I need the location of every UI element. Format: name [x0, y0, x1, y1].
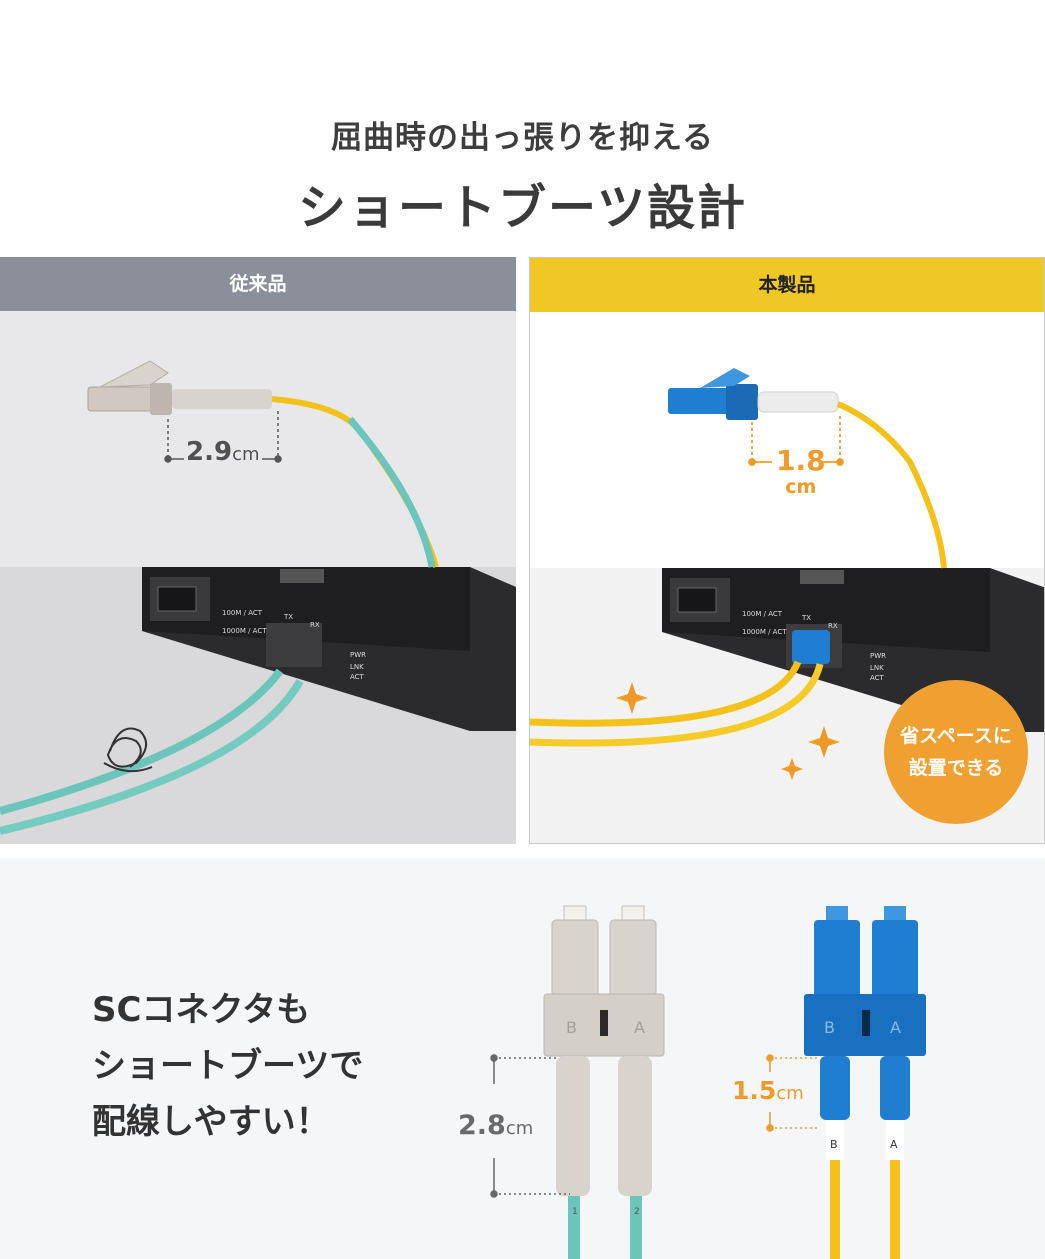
measure-sc-grey-value: 2.8	[458, 1110, 506, 1141]
panel-label-this-product: 本製品	[530, 258, 1044, 312]
sc-connector-grey	[543, 905, 665, 1259]
measure-sc-blue-unit: cm	[776, 1083, 804, 1104]
port-label-tx: TX	[283, 613, 293, 621]
port-label-rx: RX	[310, 621, 320, 629]
sc-connector-section: B A 1 2 B A B A	[0, 858, 1045, 1259]
blue-letter-a: A	[890, 1018, 901, 1037]
header: 屈曲時の出っ張りを抑える ショートブーツ設計	[0, 0, 1045, 256]
measure-conventional: 2.9cm	[186, 437, 260, 467]
port-label-100m: 100M / ACT	[222, 609, 263, 617]
tangle-icon	[103, 727, 153, 773]
status-label-lnk: LNK	[870, 664, 884, 672]
grey-letter-b: B	[566, 1018, 577, 1037]
yellow-cable-upper	[836, 401, 947, 569]
space-saving-badge: 省スペースに 設置できる	[884, 680, 1028, 824]
sc-description-line-2: ショートブーツで	[92, 1046, 364, 1086]
status-label-pwr: PWR	[350, 651, 366, 659]
measure-guides-grey	[490, 1054, 570, 1198]
sc-description-line-1: SCコネクタも	[92, 990, 311, 1030]
measure-sc-grey: 2.8cm	[458, 1110, 533, 1141]
measure-guides-right	[748, 416, 844, 466]
grey-letter-a: A	[634, 1018, 645, 1037]
measure-conventional-value: 2.9	[186, 437, 233, 467]
lc-connector-blue-plugged	[792, 630, 830, 664]
panel-label-conventional: 従来品	[0, 257, 516, 311]
port-label-1000m: 1000M / ACT	[742, 628, 787, 636]
measure-guides-orange	[766, 1054, 820, 1132]
measure-sc-grey-unit: cm	[505, 1118, 534, 1139]
measure-sc-blue-value: 1.5	[732, 1076, 777, 1105]
port-label-rx: RX	[828, 622, 838, 630]
yellow-cable-lower-a	[530, 660, 802, 727]
badge-line-2: 設置できる	[908, 757, 1004, 779]
sc-connector-illustration: B A 1 2 B A B A	[490, 905, 926, 1259]
page-subtitle: 屈曲時の出っ張りを抑える	[330, 120, 715, 156]
status-label-act: ACT	[350, 673, 365, 681]
sparkle-icons	[616, 682, 840, 780]
status-label-pwr: PWR	[870, 652, 886, 660]
status-label-lnk: LNK	[350, 663, 364, 671]
blue-letter-b: B	[824, 1018, 835, 1037]
page-title: ショートブーツ設計	[297, 180, 748, 236]
status-label-act: ACT	[870, 674, 885, 682]
panel-conventional: 従来品 100M / ACT 1000M / ACT TX RX PWR LNK…	[0, 257, 516, 844]
yellow-cable-lower-b	[530, 663, 824, 747]
badge-line-1: 省スペースに	[900, 725, 1012, 747]
port-label-100m: 100M / ACT	[742, 610, 783, 618]
conventional-illustration: 100M / ACT 1000M / ACT TX RX PWR LNK ACT	[0, 360, 516, 844]
blue-boot-label-a: A	[890, 1138, 898, 1151]
lc-connector-blue	[668, 368, 839, 420]
measure-this-product-unit: cm	[785, 476, 817, 498]
blue-boot-label-b: B	[830, 1138, 838, 1151]
aqua-cable-lower-b	[0, 679, 304, 835]
sc-description: SCコネクタも ショートブーツで 配線しやすい！	[92, 982, 363, 1150]
grey-boot-label-2: 2	[634, 1207, 640, 1217]
port-label-1000m: 1000M / ACT	[222, 627, 267, 635]
measure-conventional-unit: cm	[232, 444, 260, 465]
aqua-cable-upper	[347, 416, 436, 568]
measure-guides-left	[164, 411, 282, 463]
aqua-cable-lower-a	[0, 668, 284, 815]
lc-connector-grey	[87, 360, 272, 415]
port-label-tx: TX	[801, 614, 811, 622]
grey-boot-label-1: 1	[572, 1207, 578, 1217]
measure-sc-blue: 1.5cm	[732, 1076, 804, 1105]
sc-connector-blue	[804, 906, 926, 1259]
media-converter-device	[142, 567, 516, 731]
sc-description-line-3: 配線しやすい！	[92, 1102, 330, 1142]
measure-this-product-value: 1.8	[776, 444, 826, 477]
